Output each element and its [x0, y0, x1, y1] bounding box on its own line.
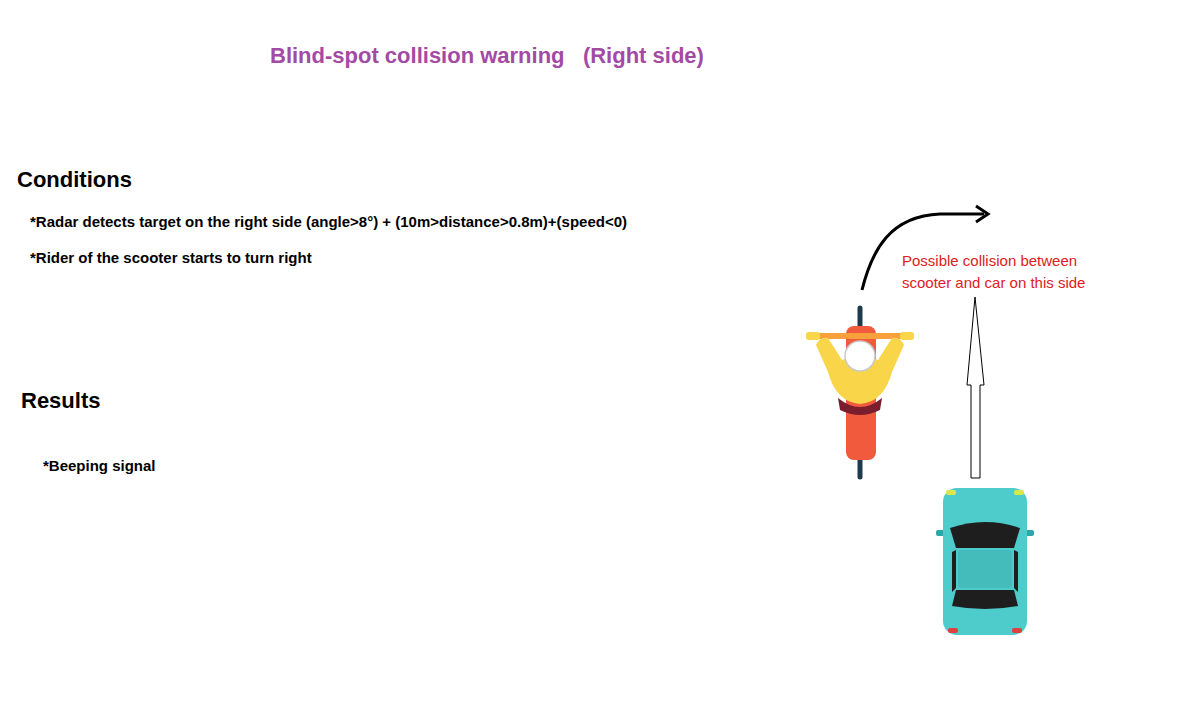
condition-text: *Radar detects target on the right side …	[30, 211, 627, 233]
condition-text: *Rider of the scooter starts to turn rig…	[30, 247, 312, 269]
title: Blind-spot collision warning (Right side…	[270, 43, 704, 69]
car	[936, 488, 1034, 635]
turn-arrowhead	[976, 206, 988, 222]
car-direction-arrow	[967, 297, 984, 478]
section-heading: Results	[21, 385, 100, 417]
scooter-rider	[806, 308, 914, 477]
result-text: *Beeping signal	[43, 455, 156, 477]
section-heading: Conditions	[17, 164, 132, 196]
collision-note: Possible collision between scooter and c…	[902, 250, 1117, 294]
